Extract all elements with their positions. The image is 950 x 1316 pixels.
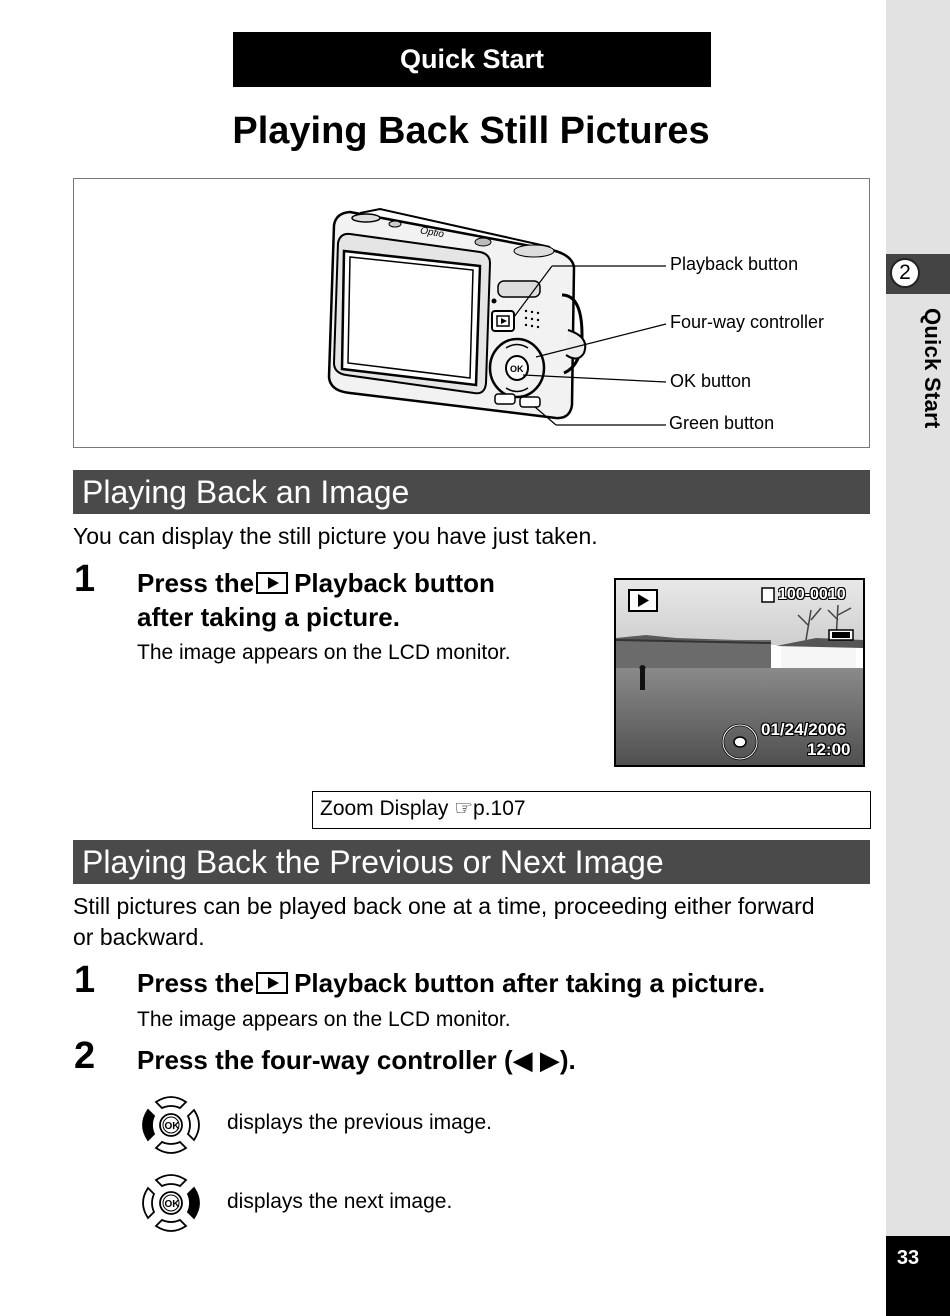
chapter-label: Quick Start xyxy=(920,308,945,429)
camera-brand: Optio xyxy=(419,225,445,240)
page-title: Playing Back Still Pictures xyxy=(232,110,710,152)
step-number: 1 xyxy=(74,959,96,1001)
callout-four-way-controller: Four-way controller xyxy=(670,312,825,332)
callout-green-button: Green button xyxy=(669,413,775,433)
page-number: 33 xyxy=(896,1247,920,1269)
section2-intro-line2: or backward. xyxy=(73,924,205,950)
lcd-protect-icon xyxy=(761,587,775,603)
controller-left-icon: OK xyxy=(142,1096,200,1154)
camera-green-button xyxy=(519,396,541,408)
lcd-playback-screen: 100-0010 01/24/2006 12:00 xyxy=(614,578,865,767)
controller-right-icon: OK xyxy=(142,1174,200,1232)
section2-intro-line1: Still pictures can be played back one at… xyxy=(73,893,815,919)
lcd-file-number: 100-0010 xyxy=(778,586,846,603)
step-number: 2 xyxy=(74,1035,96,1077)
svg-text:OK: OK xyxy=(165,1199,181,1210)
step-number: 1 xyxy=(74,558,96,600)
step-result: The image appears on the LCD monitor. xyxy=(137,1008,511,1031)
step-instruction: Press the four-way controller (◀ ▶). xyxy=(137,1045,576,1075)
lcd-date: 01/24/2006 xyxy=(761,720,847,739)
page-number-box xyxy=(886,1236,950,1316)
lcd-time: 12:00 xyxy=(807,740,851,759)
side-tab-strip xyxy=(886,0,950,1316)
step-result: The image appears on the LCD monitor. xyxy=(137,641,511,664)
svg-text:OK: OK xyxy=(510,364,524,374)
zoom-display-reference: Zoom Display ☞p.107 xyxy=(312,791,871,829)
playback-icon xyxy=(256,972,289,994)
option-next-text: displays the next image. xyxy=(227,1190,453,1213)
camera-illustration: Optio OK xyxy=(327,207,667,426)
header-bar: Quick Start xyxy=(233,32,711,87)
section-heading-playing-back-image: Playing Back an Image xyxy=(73,470,870,514)
callout-playback-button: Playback button xyxy=(670,254,799,274)
camera-diagram xyxy=(73,178,870,448)
step-instruction-cont: after taking a picture. xyxy=(137,602,400,632)
callout-ok-button: OK button xyxy=(670,371,752,391)
section-heading-previous-next: Playing Back the Previous or Next Image xyxy=(73,840,870,884)
svg-text:OK: OK xyxy=(165,1121,181,1132)
option-previous-text: displays the previous image. xyxy=(227,1111,492,1134)
section1-intro: You can display the still picture you ha… xyxy=(73,523,598,549)
chapter-number: 2 xyxy=(890,258,920,288)
playback-icon xyxy=(256,572,289,594)
